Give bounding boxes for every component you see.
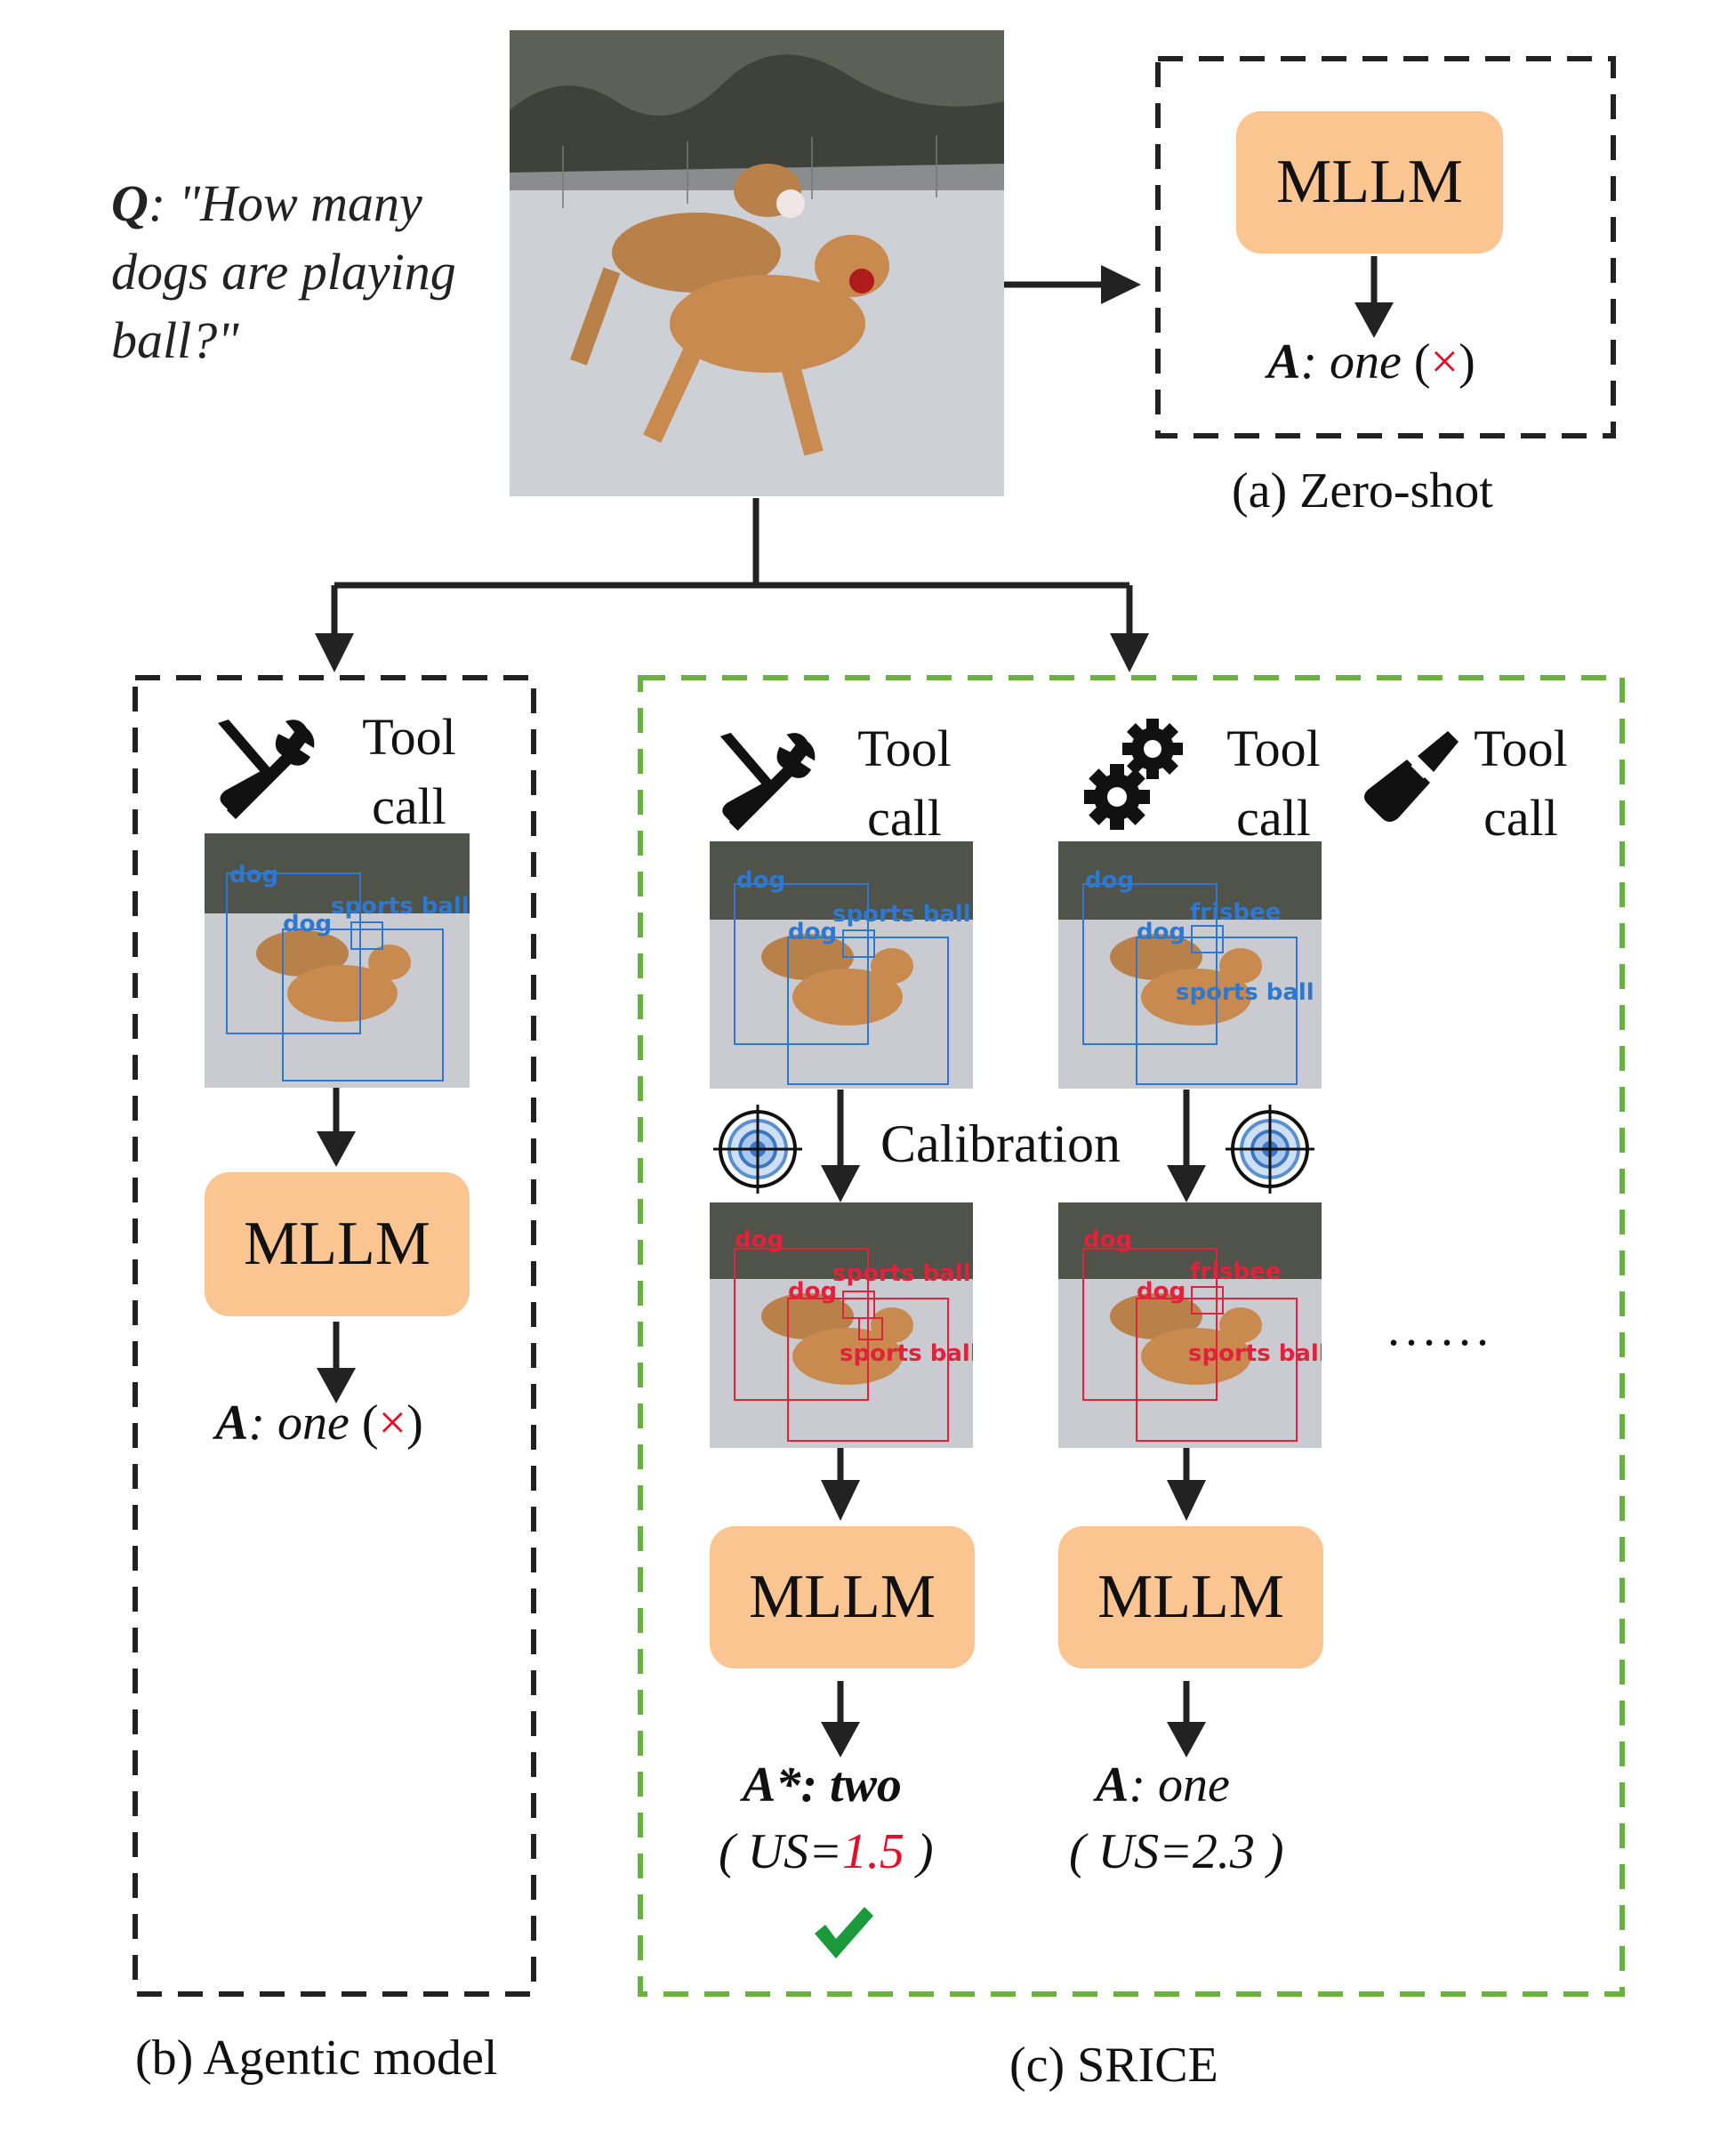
srice-us-right: ( US=2.3 ): [1069, 1824, 1284, 1879]
detect-label-frisbee: frisbee: [1190, 1258, 1281, 1285]
detect-label-dog: dog: [1083, 1226, 1132, 1253]
srice-cal1-photo: dog dog sports ball sports ball: [710, 1202, 973, 1448]
paren-open: (: [361, 1395, 379, 1451]
detect-label-dog: dog: [1137, 919, 1185, 945]
calibration-label: Calibration: [880, 1114, 1121, 1173]
detect-label-frisbee: frisbee: [1190, 899, 1281, 926]
question-prefix: Q: [111, 174, 149, 232]
detect-label-dog: dog: [1137, 1278, 1185, 1305]
tool-line2: call: [1483, 789, 1558, 847]
srice-mllm-2: MLLM: [1058, 1526, 1323, 1669]
check-icon: [811, 1903, 875, 1966]
paren-open: (: [1413, 334, 1431, 390]
zero-shot-box: [1155, 56, 1616, 438]
detect-label-ball: sports ball: [331, 893, 470, 920]
question-text: Q: "How many dogs are playing ball?": [111, 169, 456, 374]
detect-label-dog: dog: [735, 1226, 784, 1253]
srice-cal2-photo: dog dog frisbee sports ball: [1058, 1202, 1322, 1448]
target-icon: [711, 1103, 804, 1200]
tool-line1: Tool: [857, 720, 952, 777]
caption-srice: (c) SRICE: [1009, 2038, 1218, 2093]
question-line2: dogs are playing: [111, 243, 456, 301]
srice-answer-right: A: one: [1096, 1757, 1230, 1813]
cross-icon: ×: [1430, 334, 1459, 390]
answer-prefix: A: [1267, 334, 1301, 390]
caption-zero-shot: (a) Zero-shot: [1232, 463, 1493, 519]
brush-icon: [1362, 729, 1460, 832]
answer-prefix: A: [1096, 1757, 1129, 1813]
tool-line2: call: [1236, 789, 1311, 847]
cross-icon: ×: [378, 1395, 407, 1451]
zero-shot-answer: A: one (×): [1267, 334, 1475, 390]
srice-tool-label-1: Tool call: [847, 714, 962, 853]
srice-us-left: ( US=1.5 ): [719, 1823, 934, 1880]
wrench-screwdriver-icon: [209, 716, 316, 825]
answer-text: : one: [248, 1395, 350, 1451]
detect-label-dog: dog: [283, 911, 332, 937]
paren-close: ): [1459, 334, 1475, 390]
tool-line1: Tool: [1474, 720, 1568, 777]
question-line1: : "How many: [148, 174, 422, 232]
agentic-detection-photo: dog dog sports ball: [205, 833, 470, 1088]
gears-icon: [1083, 719, 1188, 837]
tool-line1: Tool: [1226, 720, 1321, 777]
paren-close: ): [406, 1395, 423, 1451]
detect-label-ball: sports ball: [832, 901, 971, 928]
tool-line1: Tool: [362, 708, 456, 766]
srice-box: [638, 675, 1625, 1997]
detect-label-dog: dog: [736, 867, 785, 894]
answer-text: : two: [800, 1757, 902, 1813]
srice-answer-left: A*: two: [743, 1757, 902, 1813]
detect-label-ball: sports ball: [1188, 1340, 1322, 1367]
agentic-tool-label: Tool call: [351, 703, 467, 841]
tool-line2: call: [867, 789, 942, 847]
question-line3: ball?": [111, 311, 239, 369]
srice-tool-label-3: Tool call: [1463, 714, 1579, 853]
us-suffix: ): [904, 1824, 934, 1879]
detect-label-dog: dog: [788, 919, 837, 945]
detect-label-dog: dog: [1085, 867, 1134, 894]
wrench-screwdriver-icon: [711, 729, 816, 837]
us-value: 1.5: [841, 1824, 904, 1879]
ellipsis: ......: [1387, 1301, 1494, 1356]
target-icon: [1224, 1103, 1316, 1200]
detect-label-ball: sports ball: [832, 1260, 971, 1287]
srice-tool1-photo: dog dog sports ball: [710, 841, 973, 1089]
answer-text: : one: [1129, 1757, 1230, 1813]
us-prefix: ( US=: [719, 1824, 842, 1879]
answer-text: : one: [1300, 334, 1402, 390]
answer-prefix: A*: [743, 1757, 801, 1813]
detect-label-dog: dog: [229, 862, 278, 889]
srice-tool-label-2: Tool call: [1216, 714, 1331, 853]
input-photo: [510, 30, 1004, 496]
srice-tool2-photo: dog dog frisbee sports ball: [1058, 841, 1322, 1089]
zero-shot-mllm: MLLM: [1236, 111, 1503, 253]
detect-label-ball: sports ball: [1176, 979, 1314, 1006]
answer-prefix: A: [215, 1395, 249, 1451]
detect-label-dog: dog: [788, 1278, 837, 1305]
agentic-mllm: MLLM: [205, 1172, 470, 1316]
srice-mllm-1: MLLM: [710, 1526, 975, 1669]
tool-line2: call: [372, 777, 446, 835]
detect-label-ball: sports ball: [840, 1340, 973, 1367]
caption-agentic: (b) Agentic model: [135, 2030, 498, 2086]
agentic-answer: A: one (×): [215, 1395, 423, 1451]
